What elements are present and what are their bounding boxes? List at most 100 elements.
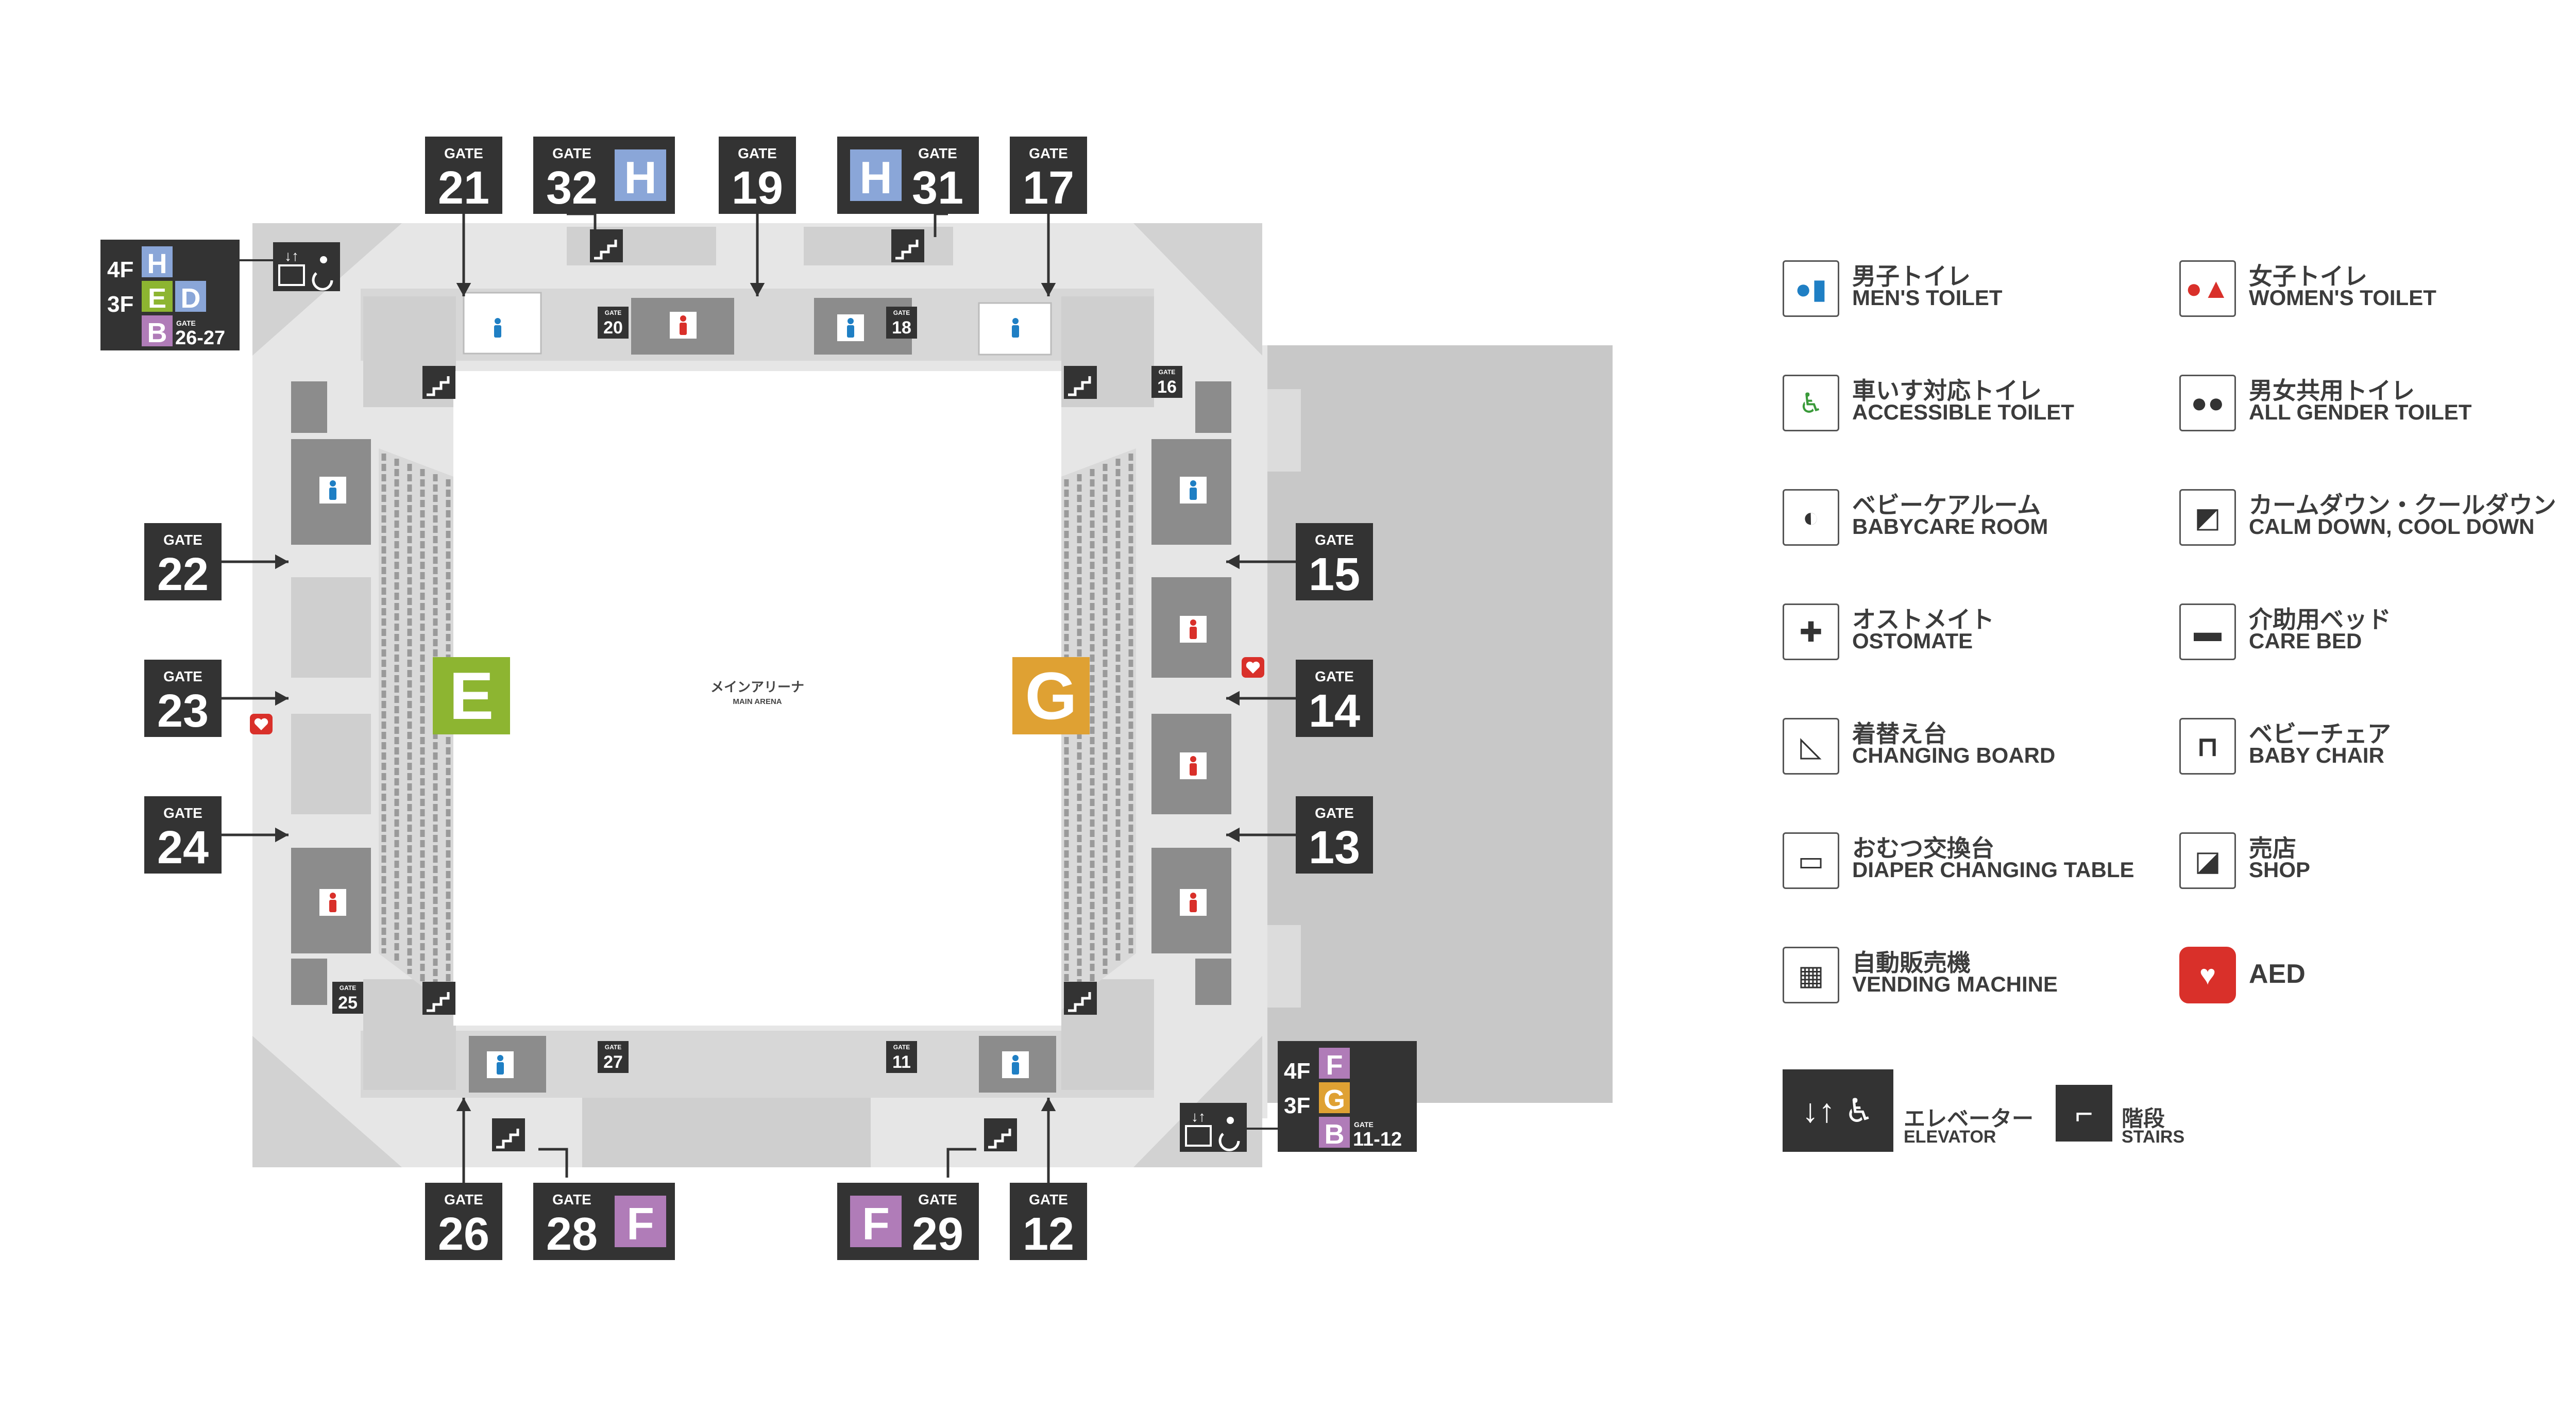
gate-word: GATE (163, 668, 202, 684)
legend-label-jp: 階段 (2122, 1106, 2165, 1131)
gate-word: GATE (444, 145, 483, 161)
svg-text:B: B (147, 317, 167, 348)
legend-label-en: STAIRS (2122, 1127, 2185, 1147)
svg-text:4F: 4F (107, 257, 133, 282)
baby-chair-icon: ⊓ (2179, 718, 2236, 775)
legend-label-jp: 自動販売機 (1852, 949, 1971, 976)
svg-text:GATE: GATE (340, 984, 356, 992)
shop-icon: ◪ (2179, 832, 2236, 889)
womens-toilet-icon (1180, 752, 1207, 779)
svg-text:B: B (1325, 1119, 1345, 1150)
svg-text:11-12: 11-12 (1353, 1129, 1402, 1150)
womens-toilet-icon (670, 312, 697, 339)
svg-text:26-27: 26-27 (175, 327, 225, 349)
svg-text:G: G (1324, 1084, 1345, 1115)
svg-text:18: 18 (892, 318, 911, 338)
legend-label-jp: 介助用ベッド (2249, 606, 2391, 633)
arena-label-jp: メインアリーナ (710, 679, 804, 695)
mens-toilet-icon (487, 1051, 514, 1078)
floor-tag-F (615, 1196, 666, 1247)
legend-label-en: BABYCARE ROOM (1852, 514, 2048, 539)
legend-label-en: OSTOMATE (1852, 629, 1973, 653)
svg-text:GATE: GATE (1354, 1120, 1374, 1129)
all-gender-toilet-icon: ●● (2179, 375, 2236, 431)
svg-text:GATE: GATE (605, 309, 621, 316)
legend-label-en: CARE BED (2249, 629, 2362, 653)
svg-text:11: 11 (892, 1052, 911, 1072)
legend-label-en: AED (2249, 959, 2306, 989)
gate-word: GATE (1315, 805, 1354, 821)
gate-word: GATE (918, 1192, 957, 1207)
care-bed-icon: ▬ (2179, 603, 2236, 660)
legend-label-jp: おむつ交換台 (1852, 835, 1994, 862)
legend-label-en: CHANGING BOARD (1852, 743, 2056, 767)
legend-item-aed: ♥AED (2179, 944, 2576, 1011)
svg-text:F: F (862, 1198, 890, 1249)
gate-number: 21 (438, 162, 489, 214)
svg-text:3F: 3F (107, 292, 133, 317)
svg-text:↓↑: ↓↑ (1191, 1109, 1206, 1125)
stairs-icon (590, 229, 623, 262)
elevator-icon[interactable]: ↓↑ (1180, 1103, 1247, 1152)
gate-29[interactable]: GATE 29 F (837, 1183, 979, 1260)
stairs-icon (422, 366, 455, 399)
floor-tag-H (615, 149, 666, 201)
svg-text:25: 25 (338, 993, 358, 1013)
womens-toilet-icon (1180, 616, 1207, 643)
legend-label-jp: エレベーター (1904, 1106, 2034, 1131)
svg-text:F: F (626, 1198, 654, 1249)
floor-tag-F (850, 1196, 902, 1247)
diaper-table-icon: ▭ (1783, 832, 1839, 889)
mens-toilet-icon (1002, 1051, 1029, 1078)
svg-text:16: 16 (1157, 377, 1177, 397)
gate-number: 32 (546, 162, 598, 214)
legend-label-jp: 売店 (2249, 835, 2296, 862)
gate-word: GATE (163, 805, 202, 821)
gate-number: 29 (912, 1209, 963, 1260)
gate-word: GATE (444, 1192, 483, 1207)
floor-tag-H (850, 149, 902, 201)
gate-number: 23 (157, 685, 209, 737)
gate-word: GATE (552, 1192, 591, 1207)
aed-icon (1242, 657, 1264, 678)
womens-toilet-icon (319, 889, 346, 916)
legend-label-jp: オストメイト (1852, 606, 1994, 633)
elevator-icon[interactable]: ↓↑ (273, 242, 340, 291)
gate-number: 24 (157, 822, 209, 874)
accessible-toilet-icon: ♿ (1783, 375, 1839, 431)
changing-board-icon: ◺ (1783, 718, 1839, 775)
svg-text:H: H (624, 152, 657, 203)
svg-text:GATE: GATE (1159, 368, 1175, 376)
legend-label-en: MEN'S TOILET (1852, 286, 2003, 310)
stairs-icon (891, 229, 924, 262)
legend-label-jp: カームダウン・クールダウン (2249, 492, 2556, 518)
gate-word: GATE (163, 532, 202, 548)
